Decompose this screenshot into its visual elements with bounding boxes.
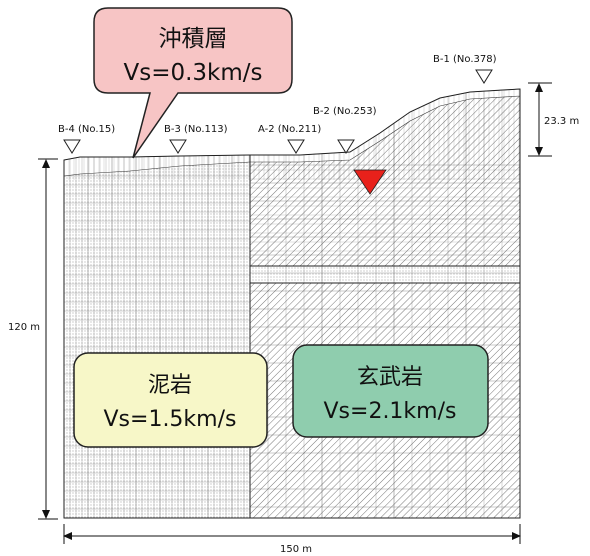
borehole-a2: A-2 (No.211) — [258, 124, 321, 154]
arrow-up-icon — [535, 83, 543, 92]
arrow-right-icon — [512, 532, 521, 540]
basalt-callout: 玄武岩 Vs=2.1km/s — [292, 344, 489, 438]
borehole-label: A-2 (No.211) — [258, 124, 321, 135]
model-outline — [63, 88, 521, 519]
mudstone-velocity: Vs=1.5km/s — [104, 407, 237, 432]
borehole-label: B-1 (No.378) — [433, 54, 497, 65]
mudstone-callout: 泥岩 Vs=1.5km/s — [73, 352, 268, 448]
borehole-triangle-icon — [63, 139, 81, 154]
arrow-down-icon — [535, 147, 543, 156]
borehole-label: B-2 (No.253) — [313, 106, 377, 117]
borehole-triangle-icon — [169, 139, 187, 154]
model-domain — [63, 88, 521, 519]
arrow-down-icon — [42, 510, 50, 519]
borehole-markers: B-4 (No.15) B-3 (No.113) A-2 (No.211) B-… — [58, 54, 497, 154]
relief-dimension: 23.3 m — [528, 82, 579, 157]
alluvium-velocity: Vs=0.3km/s — [123, 60, 262, 86]
source-location-marker-icon — [353, 169, 387, 195]
alluvium-callout-bubble — [93, 7, 293, 159]
arrow-left-icon — [63, 532, 72, 540]
borehole-b3: B-3 (No.113) — [164, 124, 228, 154]
borehole-triangle-icon — [287, 139, 305, 154]
relief-dimension-label: 23.3 m — [544, 116, 579, 127]
height-dimension-label: 120 m — [8, 322, 40, 333]
basalt-callout-box — [292, 344, 489, 438]
width-dimension: 150 m — [63, 524, 521, 555]
borehole-triangle-icon — [475, 69, 493, 84]
basalt-upper-region — [250, 89, 520, 266]
borehole-b4: B-4 (No.15) — [58, 124, 115, 154]
mudstone-name: 泥岩 — [148, 373, 192, 398]
alluvium-name: 沖積層 — [159, 26, 228, 52]
borehole-b2: B-2 (No.253) — [313, 106, 377, 154]
borehole-label: B-3 (No.113) — [164, 124, 228, 135]
width-dimension-label: 150 m — [280, 544, 312, 555]
mudstone-band-region — [250, 266, 520, 283]
alluvium-callout: 沖積層 Vs=0.3km/s — [93, 7, 293, 159]
basalt-name: 玄武岩 — [357, 365, 423, 390]
mudstone-region — [64, 150, 250, 518]
borehole-label: B-4 (No.15) — [58, 124, 115, 135]
borehole-triangle-icon — [337, 139, 355, 154]
arrow-up-icon — [42, 159, 50, 168]
basalt-velocity: Vs=2.1km/s — [324, 399, 457, 424]
height-dimension: 120 m — [8, 158, 58, 520]
borehole-b1: B-1 (No.378) — [433, 54, 497, 84]
mudstone-callout-box — [73, 352, 268, 448]
